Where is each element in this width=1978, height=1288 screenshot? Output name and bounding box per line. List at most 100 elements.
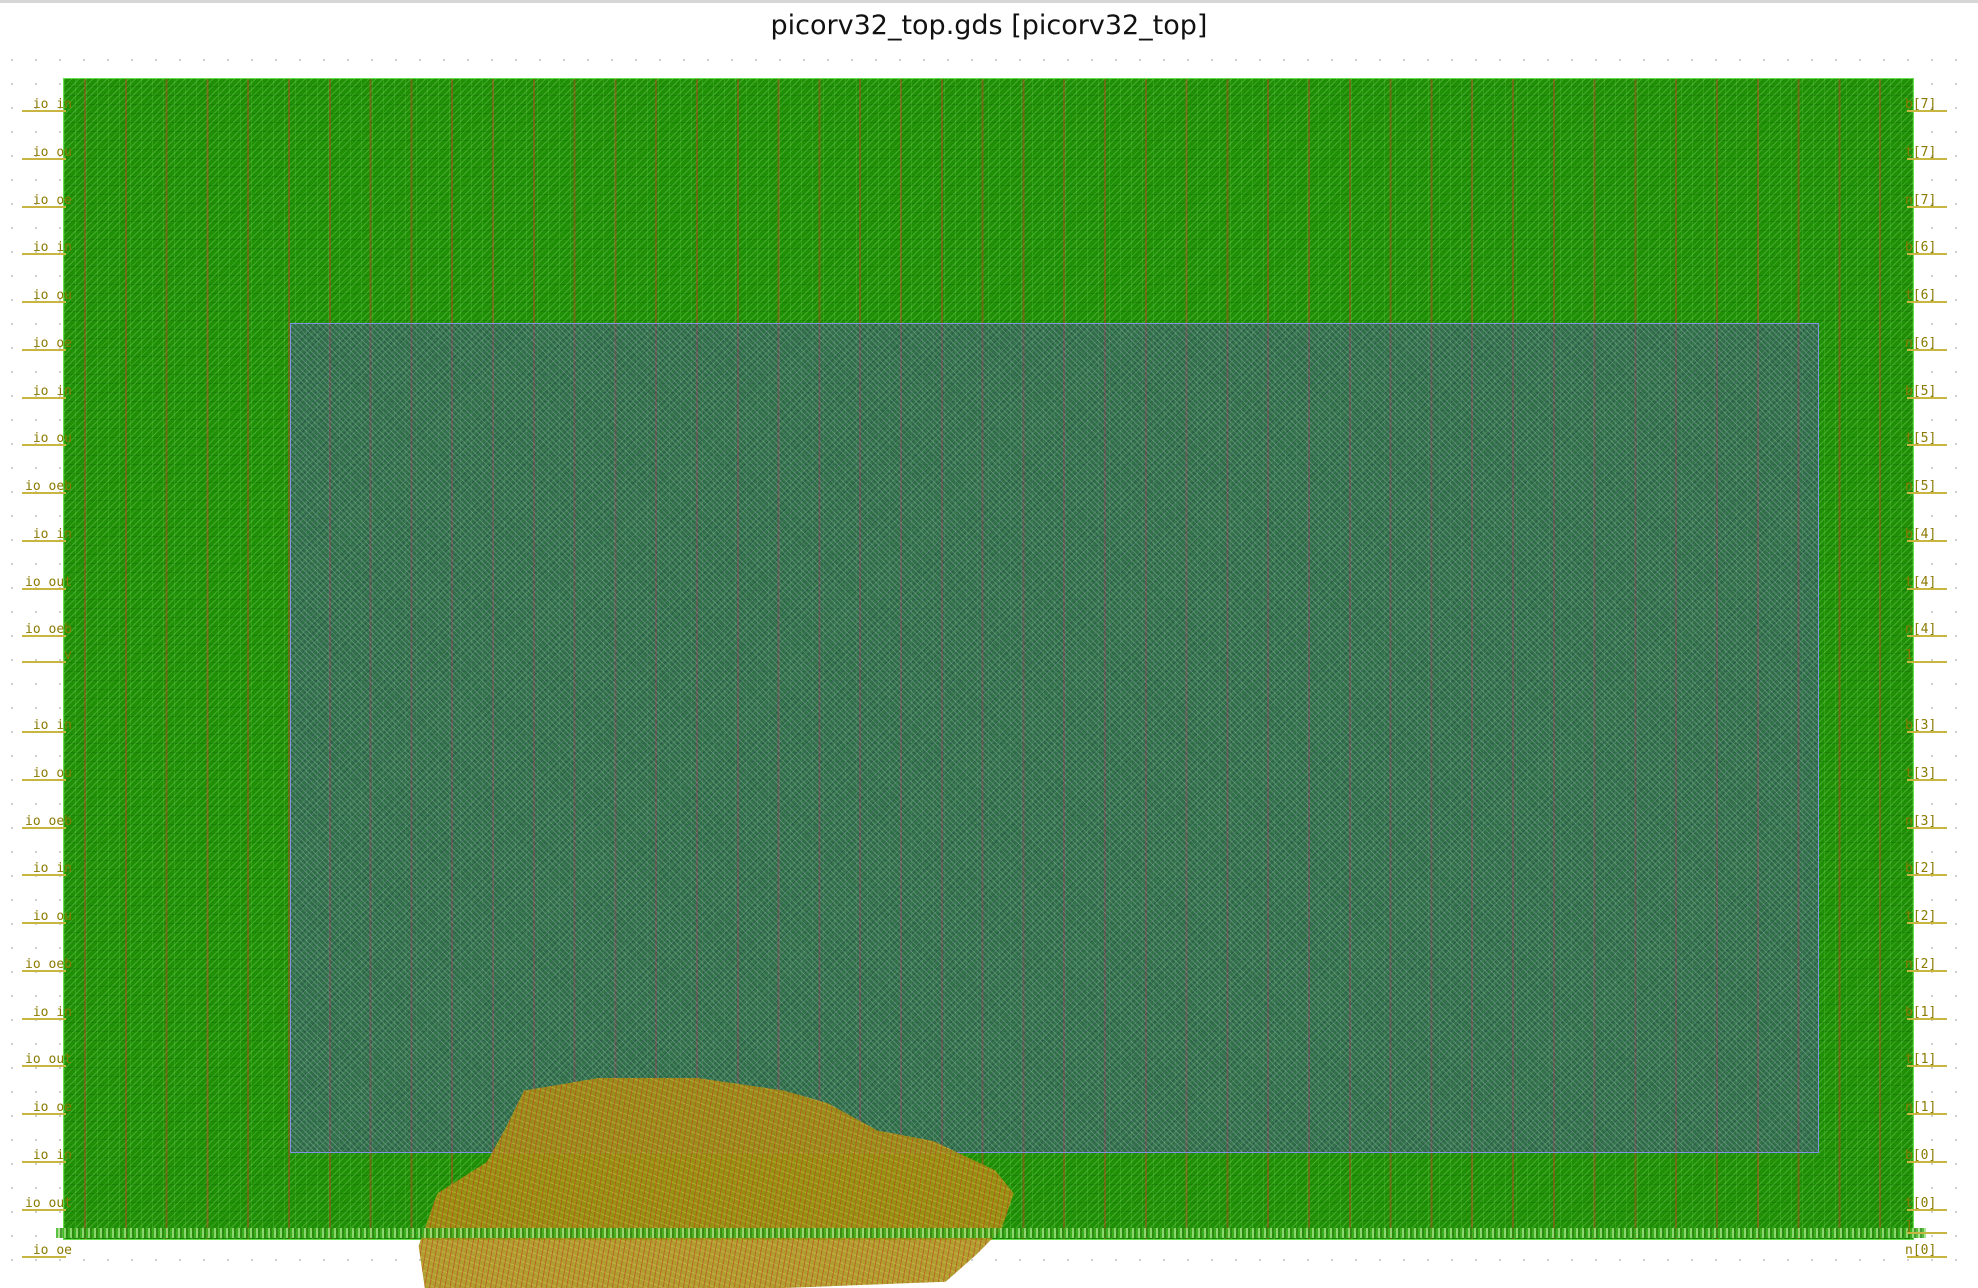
power-stripes — [64, 79, 1913, 1239]
left-pin-label[interactable]: io_ou — [32, 910, 72, 924]
right-pin-marker — [1907, 444, 1947, 447]
right-pin-label[interactable]: t[7] — [1905, 144, 1937, 160]
left-pin-marker — [22, 253, 66, 256]
left-pin-label[interactable]: io_oeb — [25, 480, 72, 494]
right-pin-label[interactable]: t[4] — [1905, 574, 1937, 590]
right-pin-marker — [1907, 587, 1947, 590]
core-area[interactable] — [290, 323, 1819, 1153]
right-pin-label[interactable]: n[2] — [1905, 956, 1937, 972]
left-pin-marker — [22, 396, 66, 399]
left-pin-marker — [22, 969, 66, 972]
right-pin-label[interactable]: b[1] — [1905, 1004, 1937, 1020]
left-pin-marker — [22, 731, 66, 733]
left-pin-marker — [22, 874, 66, 877]
left-pin-label[interactable]: io_oe — [32, 1244, 72, 1259]
right-pin-label[interactable]: b[0] — [1905, 1147, 1937, 1163]
right-pin-marker — [1907, 874, 1947, 877]
right-pin-marker — [1907, 661, 1947, 664]
left-pin-label[interactable]: io_out — [25, 1053, 72, 1068]
right-pin-marker — [1907, 205, 1947, 208]
layout-canvas[interactable]: io_in io_ou io_oe io_in io_ou io_oe io_in io_ou… — [0, 48, 1978, 1288]
right-pin-label[interactable]: t[3] — [1905, 765, 1937, 781]
right-pin-marker — [1907, 110, 1947, 112]
left-pin-marker — [22, 1256, 66, 1259]
left-pin-marker — [22, 1017, 66, 1020]
left-pin-marker — [22, 661, 66, 664]
right-pin-marker — [1907, 635, 1947, 638]
right-pin-marker — [1907, 1113, 1947, 1115]
right-pin-marker — [1907, 1256, 1947, 1259]
left-pin-marker — [22, 110, 66, 112]
right-pin-label[interactable]: n[7] — [1905, 192, 1937, 208]
left-pin-label[interactable]: io_in — [32, 1005, 72, 1020]
left-pin-marker — [22, 922, 66, 924]
left-pin-marker — [22, 492, 66, 494]
left-pin-marker — [22, 1160, 66, 1163]
right-pin-label[interactable]: t[1] — [1905, 1052, 1937, 1068]
right-pin-marker — [1907, 778, 1947, 781]
left-pin-label[interactable]: io_in — [32, 384, 72, 399]
window-top-border — [0, 0, 1978, 3]
left-pin-marker — [22, 635, 66, 638]
right-pin-marker — [1907, 1065, 1947, 1068]
right-pin-label[interactable]: n[1] — [1905, 1100, 1937, 1115]
right-pin-label[interactable]: t[0] — [1905, 1195, 1937, 1211]
left-pin-label[interactable]: io_ou — [32, 145, 72, 160]
right-pin-label[interactable]: b[4] — [1905, 526, 1937, 542]
left-pin-marker — [22, 1065, 66, 1068]
right-pin-label[interactable]: b[5] — [1905, 383, 1937, 399]
left-pin-marker — [22, 826, 66, 829]
left-pin-marker — [22, 348, 66, 351]
left-pin-label[interactable]: io_ou — [32, 289, 72, 303]
left-pin-label[interactable]: io_oeb — [25, 957, 72, 972]
left-pin-marker — [22, 539, 66, 542]
left-pin-label[interactable]: io_oe — [32, 336, 72, 351]
left-pin-label[interactable]: io_in — [32, 862, 72, 877]
right-pin-label[interactable]: n[3] — [1905, 813, 1937, 829]
left-pin-label[interactable]: io_oe — [32, 193, 72, 208]
right-pin-marker — [1907, 1232, 1947, 1234]
right-pin-marker — [1907, 253, 1947, 256]
right-pin-label[interactable]: b[3] — [1905, 718, 1937, 733]
left-pin-label[interactable]: io_in — [32, 98, 72, 112]
right-pin-marker — [1907, 1208, 1947, 1211]
left-pin-marker — [22, 444, 66, 447]
right-pin-marker — [1907, 731, 1947, 733]
left-pin-label[interactable]: io_ou — [32, 766, 72, 781]
right-pin-label[interactable]: n[5] — [1905, 479, 1937, 494]
layout-title: picorv32_top.gds [picorv32_top] — [770, 10, 1208, 41]
right-pin-label[interactable]: t[5] — [1905, 431, 1937, 447]
right-pin-label[interactable]: 1 — [1905, 648, 1913, 664]
core-hatch-pattern — [291, 324, 1818, 1152]
left-pin-label[interactable]: io_in — [32, 719, 72, 733]
right-pin-label[interactable]: n[4] — [1905, 622, 1937, 638]
right-pin-label[interactable]: ] — [1905, 1219, 1913, 1234]
right-pin-label[interactable]: b[7] — [1905, 97, 1937, 112]
left-pin-label[interactable]: io_ou — [32, 432, 72, 447]
bottom-pin-row — [56, 1228, 1926, 1238]
left-pin-marker — [22, 157, 66, 160]
right-pin-label[interactable]: b[6] — [1905, 240, 1937, 256]
left-pin-label[interactable]: io_in — [32, 1148, 72, 1163]
left-pin-label[interactable]: io_out — [25, 575, 72, 590]
left-pin-marker — [22, 1208, 66, 1211]
left-pin-label[interactable]: io_oeb — [25, 623, 72, 638]
die-hatch-pattern — [64, 79, 1913, 1239]
left-pin-label[interactable]: io_oe — [32, 1101, 72, 1115]
left-pin-marker — [22, 205, 66, 208]
right-pin-label[interactable]: n[0] — [1905, 1243, 1937, 1259]
left-pin-label[interactable]: io_oeb — [25, 814, 72, 829]
left-pin-label[interactable]: io_out — [25, 1196, 72, 1211]
right-pin-label[interactable]: t[6] — [1905, 288, 1937, 303]
die-area[interactable] — [63, 78, 1914, 1240]
left-pin-label[interactable]: v — [64, 649, 72, 664]
right-pin-marker — [1907, 492, 1947, 494]
right-pin-label[interactable]: b[2] — [1905, 861, 1937, 877]
right-pin-marker — [1907, 969, 1947, 972]
right-pin-label[interactable]: t[2] — [1905, 909, 1937, 924]
right-pin-marker — [1907, 1017, 1947, 1020]
left-pin-label[interactable]: io_in — [32, 527, 72, 542]
right-pin-marker — [1907, 1160, 1947, 1163]
left-pin-label[interactable]: io_in — [32, 241, 72, 256]
right-pin-label[interactable]: n[6] — [1905, 335, 1937, 351]
